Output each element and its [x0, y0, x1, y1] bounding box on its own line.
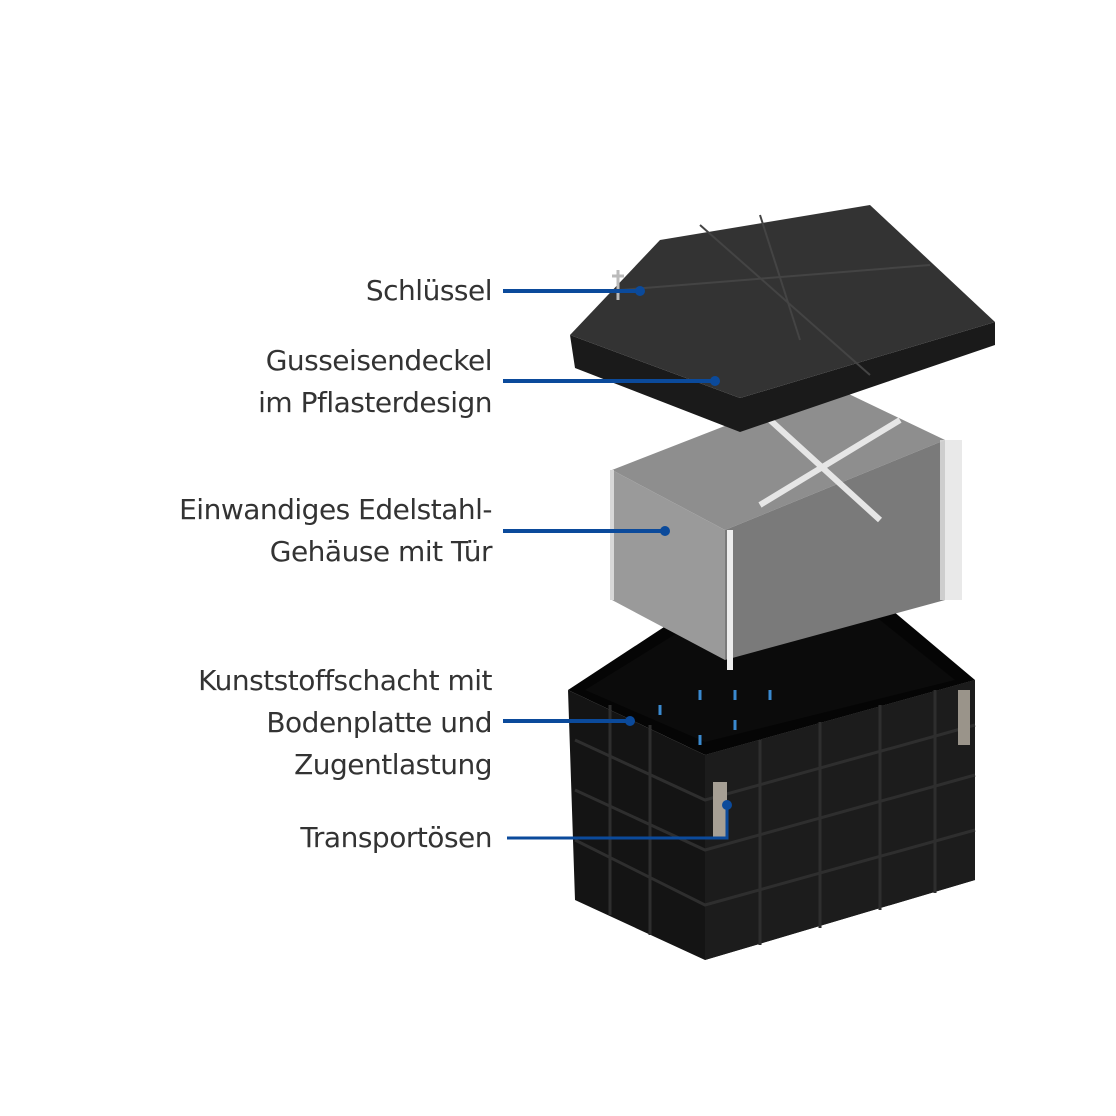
- label-transport-eyes: Transportösen: [300, 817, 492, 859]
- label-line: Zugentlastung: [294, 748, 492, 781]
- label-line: Bodenplatte und: [266, 706, 492, 739]
- label-line: Gusseisendeckel: [265, 344, 493, 377]
- label-line: Einwandiges Edelstahl-: [179, 493, 492, 526]
- label-line: Schlüssel: [365, 274, 493, 307]
- label-line: im Pflasterdesign: [258, 386, 492, 419]
- stainless-housing: [610, 385, 962, 670]
- label-housing: Einwandiges Edelstahl- Gehäuse mit Tür: [179, 489, 492, 573]
- label-cover: Gusseisendeckel im Pflasterdesign: [258, 340, 492, 424]
- label-line: Kunststoffschacht mit: [198, 664, 492, 697]
- plastic-shaft: [568, 600, 976, 960]
- label-key: Schlüssel: [365, 270, 493, 312]
- leader-lines: [503, 289, 729, 840]
- label-line: Gehäuse mit Tür: [269, 535, 493, 568]
- cast-iron-cover: [570, 205, 995, 432]
- label-line: Transportösen: [300, 821, 492, 854]
- label-shaft: Kunststoffschacht mit Bodenplatte und Zu…: [198, 660, 492, 786]
